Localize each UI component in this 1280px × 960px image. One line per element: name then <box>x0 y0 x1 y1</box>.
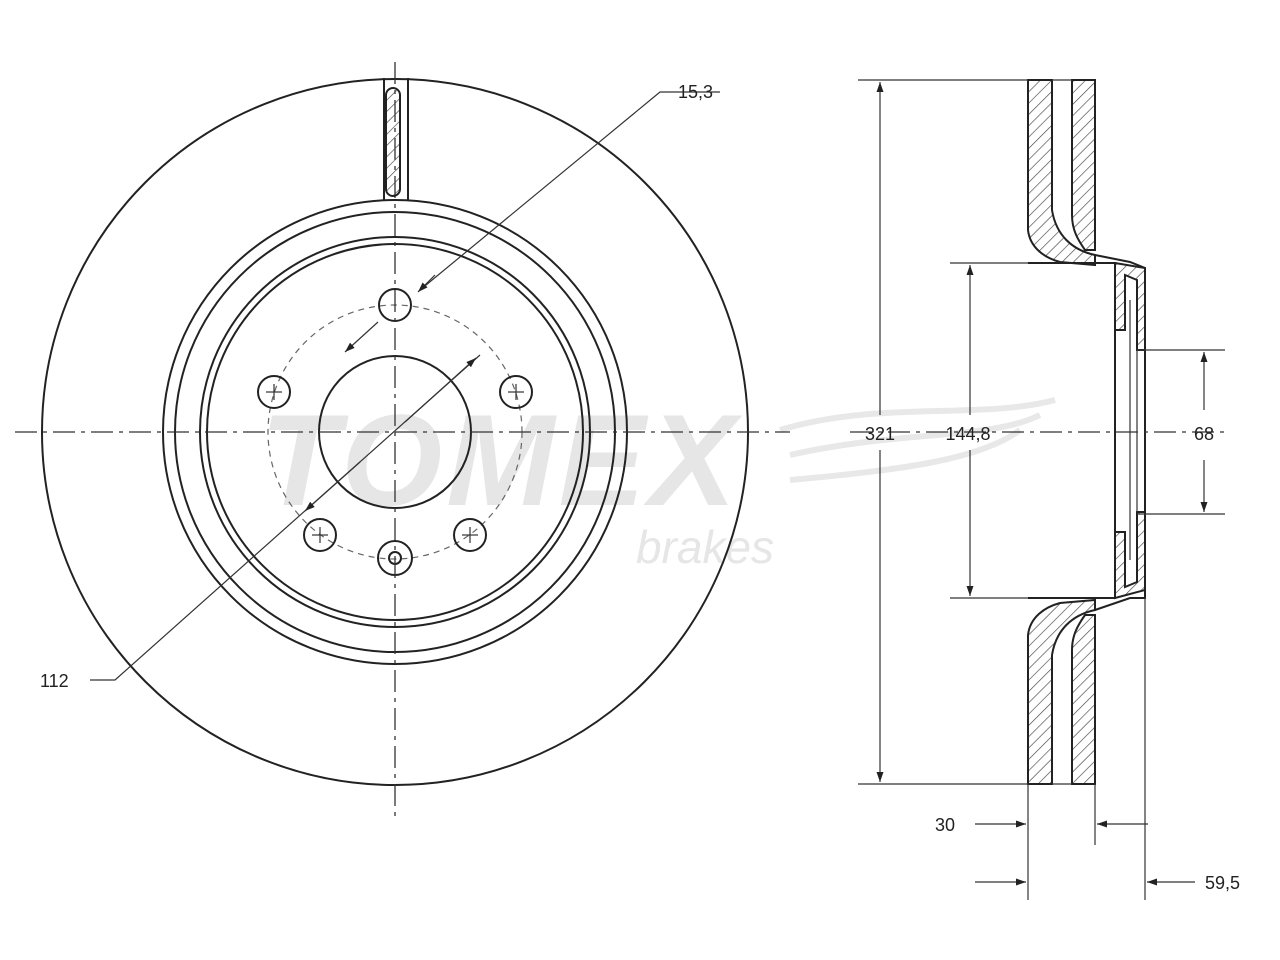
section-slot <box>385 87 401 197</box>
bolt-holes <box>257 288 533 576</box>
hat-body <box>1028 262 1116 599</box>
dim-total-height: 59,5 <box>975 598 1240 900</box>
bolt-hole <box>453 518 487 552</box>
bolt-hole <box>303 518 337 552</box>
dim-center-bore: 68 <box>1137 349 1225 515</box>
watermark-tagline: brakes <box>636 521 774 573</box>
bolt-hole-crosshairs <box>266 384 524 543</box>
dim-bolt-circle: 112 <box>40 354 481 691</box>
hat-flange <box>1114 261 1146 351</box>
bolt-circle-diameter-label: 112 <box>40 671 69 691</box>
side-view: 321 144,8 68 30 <box>850 79 1240 900</box>
inner-plate <box>1071 614 1096 785</box>
center-bore-label: 68 <box>1194 424 1214 444</box>
bolt-hole <box>499 375 533 409</box>
total-height-label: 59,5 <box>1205 873 1240 893</box>
dim-bolt-hole: 15,3 <box>344 82 720 353</box>
bolt-hole-diameter-label: 15,3 <box>678 82 713 102</box>
watermark: TOMEX brakes <box>260 387 1056 573</box>
disc-thickness-label: 30 <box>935 815 955 835</box>
dim-hat-diameter: 144,8 <box>945 262 1028 599</box>
watermark-swoosh <box>779 397 1056 483</box>
bolt-hole <box>257 375 291 409</box>
hat-flange <box>1114 511 1146 600</box>
dim-outer-diameter: 321 <box>858 79 1028 785</box>
outer-diameter-label: 321 <box>865 424 895 444</box>
dim-disc-thickness: 30 <box>935 784 1148 900</box>
watermark-logo: TOMEX <box>260 387 743 533</box>
front-view: 15,3 112 <box>15 62 790 822</box>
inner-plate <box>1071 79 1096 251</box>
hat-diameter-label: 144,8 <box>945 424 990 444</box>
section-marker <box>383 78 409 200</box>
